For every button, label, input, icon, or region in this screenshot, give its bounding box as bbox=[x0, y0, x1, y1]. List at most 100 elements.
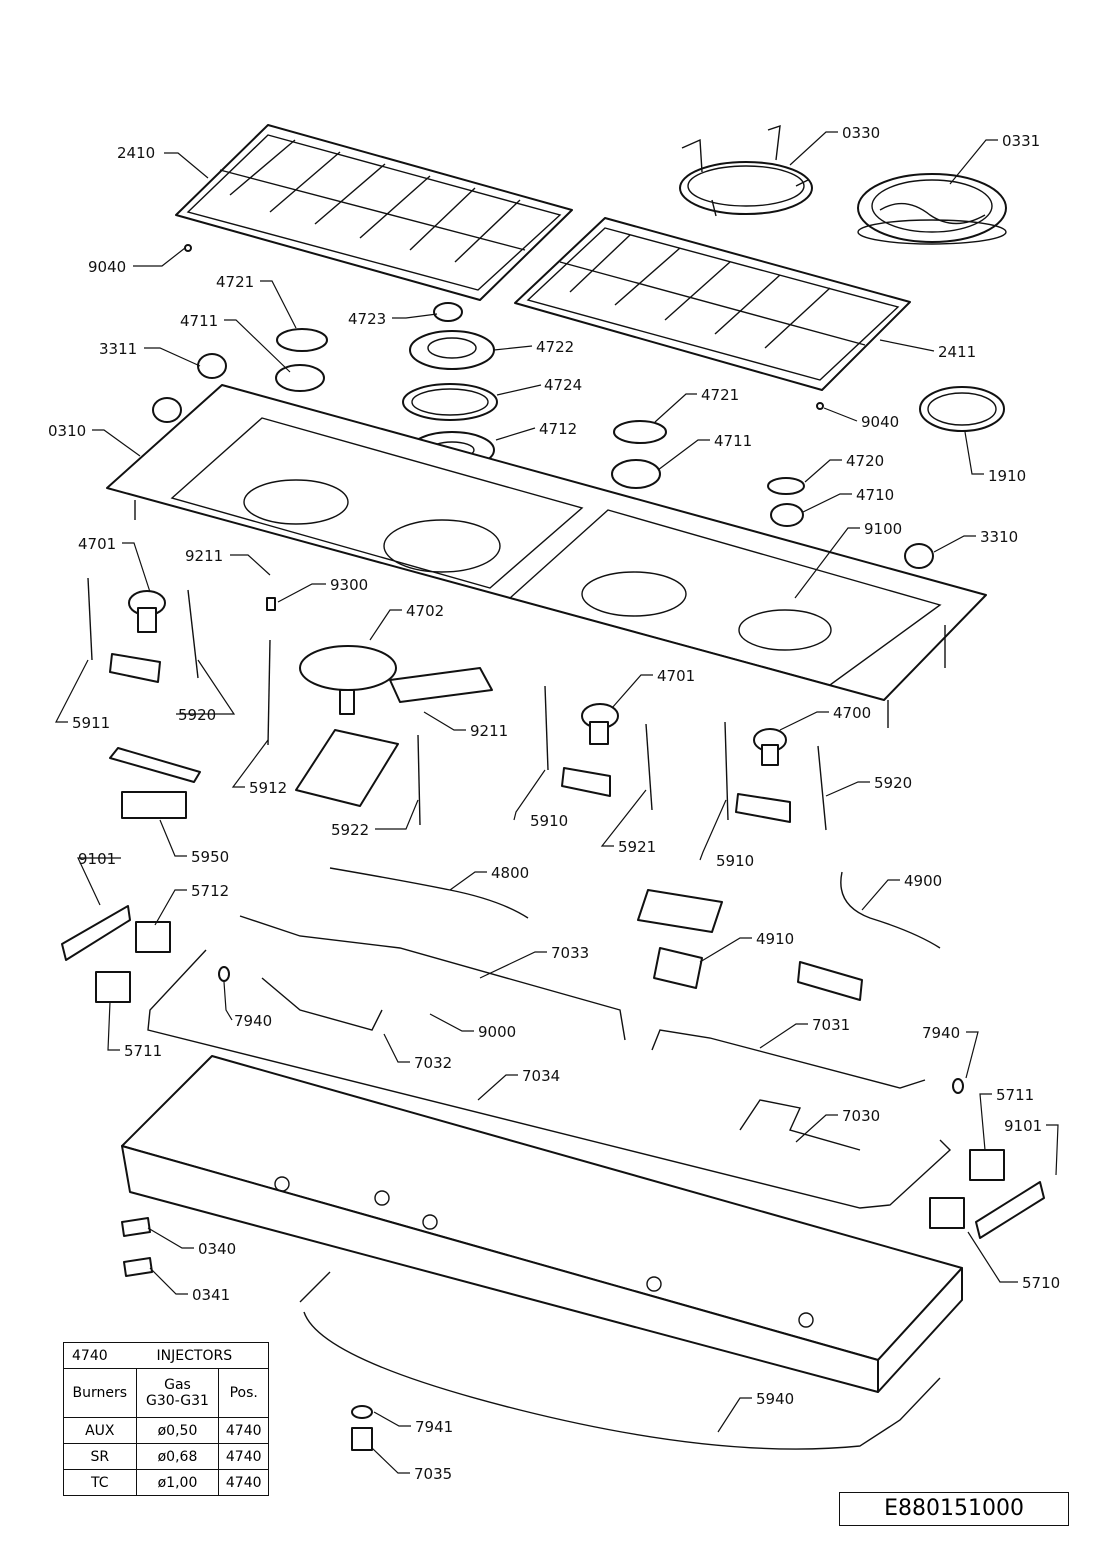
callout-label: 4700 bbox=[833, 704, 871, 722]
header-gas: Gas G30-G31 bbox=[135, 1368, 220, 1418]
valve-5712 bbox=[135, 921, 171, 953]
pos-cell: 4740 bbox=[218, 1469, 269, 1496]
washer-7941 bbox=[351, 1405, 373, 1419]
knob-3310 bbox=[904, 543, 934, 569]
thermocouple-5920-left bbox=[187, 589, 199, 679]
callout-label: 9300 bbox=[330, 576, 368, 594]
callout-label: 5711 bbox=[124, 1042, 162, 1060]
thermocouple-5910-mid bbox=[544, 685, 549, 771]
valve-5710 bbox=[929, 1197, 965, 1229]
thermocouple-5911 bbox=[87, 577, 93, 661]
callout-label: 4701 bbox=[657, 667, 695, 685]
pos-cell: 4740 bbox=[218, 1443, 269, 1470]
callout-label: 5910 bbox=[530, 812, 568, 830]
callout-label: 4723 bbox=[348, 310, 386, 328]
bracket-0340 bbox=[121, 1217, 151, 1237]
callout-label: 5920 bbox=[874, 774, 912, 792]
table-row: TC ø1,00 4740 bbox=[63, 1469, 269, 1496]
pipe-7032 bbox=[261, 977, 383, 1031]
injectors-table-title: 4740 INJECTORS bbox=[63, 1342, 269, 1369]
callout-label: 5712 bbox=[191, 882, 229, 900]
callout-label: 0340 bbox=[198, 1240, 236, 1258]
junction-box-4910 bbox=[653, 947, 703, 989]
callout-label: 0331 bbox=[1002, 132, 1040, 150]
callout-label: 4711 bbox=[180, 312, 218, 330]
callout-label: 5922 bbox=[331, 821, 369, 839]
callout-label: 4702 bbox=[406, 602, 444, 620]
callout-label: 0341 bbox=[192, 1286, 230, 1304]
callout-label: 7035 bbox=[414, 1465, 452, 1483]
seal-7940-left bbox=[218, 966, 230, 982]
callout-label: 4724 bbox=[544, 376, 582, 394]
callout-label: 2411 bbox=[938, 343, 976, 361]
callout-label: 9101 bbox=[78, 850, 116, 868]
callout-label: 7031 bbox=[812, 1016, 850, 1034]
ignition-module-5950 bbox=[121, 791, 187, 819]
callout-label: 2410 bbox=[117, 144, 155, 162]
gas-cell: ø0,68 bbox=[135, 1443, 220, 1470]
header-pos: Pos. bbox=[218, 1368, 269, 1418]
wok-adaptor bbox=[857, 173, 1007, 245]
thermocouple-5921 bbox=[645, 723, 653, 811]
ignition-harness-5940 bbox=[299, 1271, 941, 1450]
spring-9300 bbox=[266, 597, 276, 611]
pipe-7030 bbox=[739, 1099, 861, 1151]
callout-label: 9100 bbox=[864, 520, 902, 538]
pan-support-left bbox=[175, 124, 573, 301]
callout-label: 4900 bbox=[904, 872, 942, 890]
junction-box-4910-cover bbox=[637, 889, 723, 933]
rail-9101-left bbox=[61, 905, 131, 961]
pan-support-right bbox=[514, 217, 911, 391]
valve-5711-right bbox=[969, 1149, 1005, 1181]
callout-label: 5911 bbox=[72, 714, 110, 732]
callout-label: 1910 bbox=[988, 467, 1026, 485]
burner-cell: AUX bbox=[63, 1417, 137, 1444]
callout-label: 7940 bbox=[922, 1024, 960, 1042]
header-gas-line2: G30-G31 bbox=[146, 1393, 209, 1409]
callout-label: 4712 bbox=[539, 420, 577, 438]
table-row: AUX ø0,50 4740 bbox=[63, 1417, 269, 1444]
injectors-table-title-row: 4740 INJECTORS bbox=[63, 1342, 269, 1369]
callout-label: 9040 bbox=[88, 258, 126, 276]
gas-cell: ø0,50 bbox=[135, 1417, 220, 1444]
thermocouple-5922-wire bbox=[417, 734, 421, 826]
table-row: SR ø0,68 4740 bbox=[63, 1443, 269, 1470]
burner-4711-left bbox=[275, 364, 325, 392]
bracket-5950-top bbox=[109, 747, 201, 783]
burner-cap-4720 bbox=[767, 477, 805, 495]
callout-label: 9211 bbox=[470, 722, 508, 740]
injectors-code: 4740 bbox=[72, 1347, 108, 1364]
screw-9040-left bbox=[184, 244, 192, 252]
wiring-4800 bbox=[329, 867, 529, 919]
callout-label: 7034 bbox=[522, 1067, 560, 1085]
burner-base-4702 bbox=[299, 645, 493, 715]
callout-label: 3311 bbox=[99, 340, 137, 358]
burner-4710 bbox=[770, 503, 804, 527]
callout-label: 9000 bbox=[478, 1023, 516, 1041]
ring-1910 bbox=[919, 386, 1005, 432]
callout-label: 4721 bbox=[216, 273, 254, 291]
cable-4900 bbox=[840, 871, 941, 949]
fitting-7035 bbox=[351, 1427, 373, 1451]
callout-label: 4701 bbox=[78, 535, 116, 553]
burner-cell: TC bbox=[63, 1469, 137, 1496]
injectors-title: INJECTORS bbox=[156, 1347, 233, 1364]
thermocouple-5920-right bbox=[817, 745, 827, 831]
callout-label: 7030 bbox=[842, 1107, 880, 1125]
burner-cap-4721-left bbox=[276, 328, 328, 352]
callout-label: 4711 bbox=[714, 432, 752, 450]
callout-label: 7940 bbox=[234, 1012, 272, 1030]
burner-ring-4724 bbox=[402, 383, 498, 421]
valve-4700 bbox=[735, 728, 791, 823]
burner-4722 bbox=[409, 330, 495, 370]
callout-label: 4721 bbox=[701, 386, 739, 404]
seal-7940-right bbox=[952, 1078, 964, 1094]
callout-label: 4800 bbox=[491, 864, 529, 882]
wok-ring bbox=[679, 124, 813, 217]
parts-illustration bbox=[61, 124, 1045, 1451]
drawing-code: E880151000 bbox=[839, 1492, 1069, 1526]
header-burners: Burners bbox=[63, 1368, 137, 1418]
callout-label: 4910 bbox=[756, 930, 794, 948]
burner-cap-4721-right bbox=[613, 420, 667, 444]
